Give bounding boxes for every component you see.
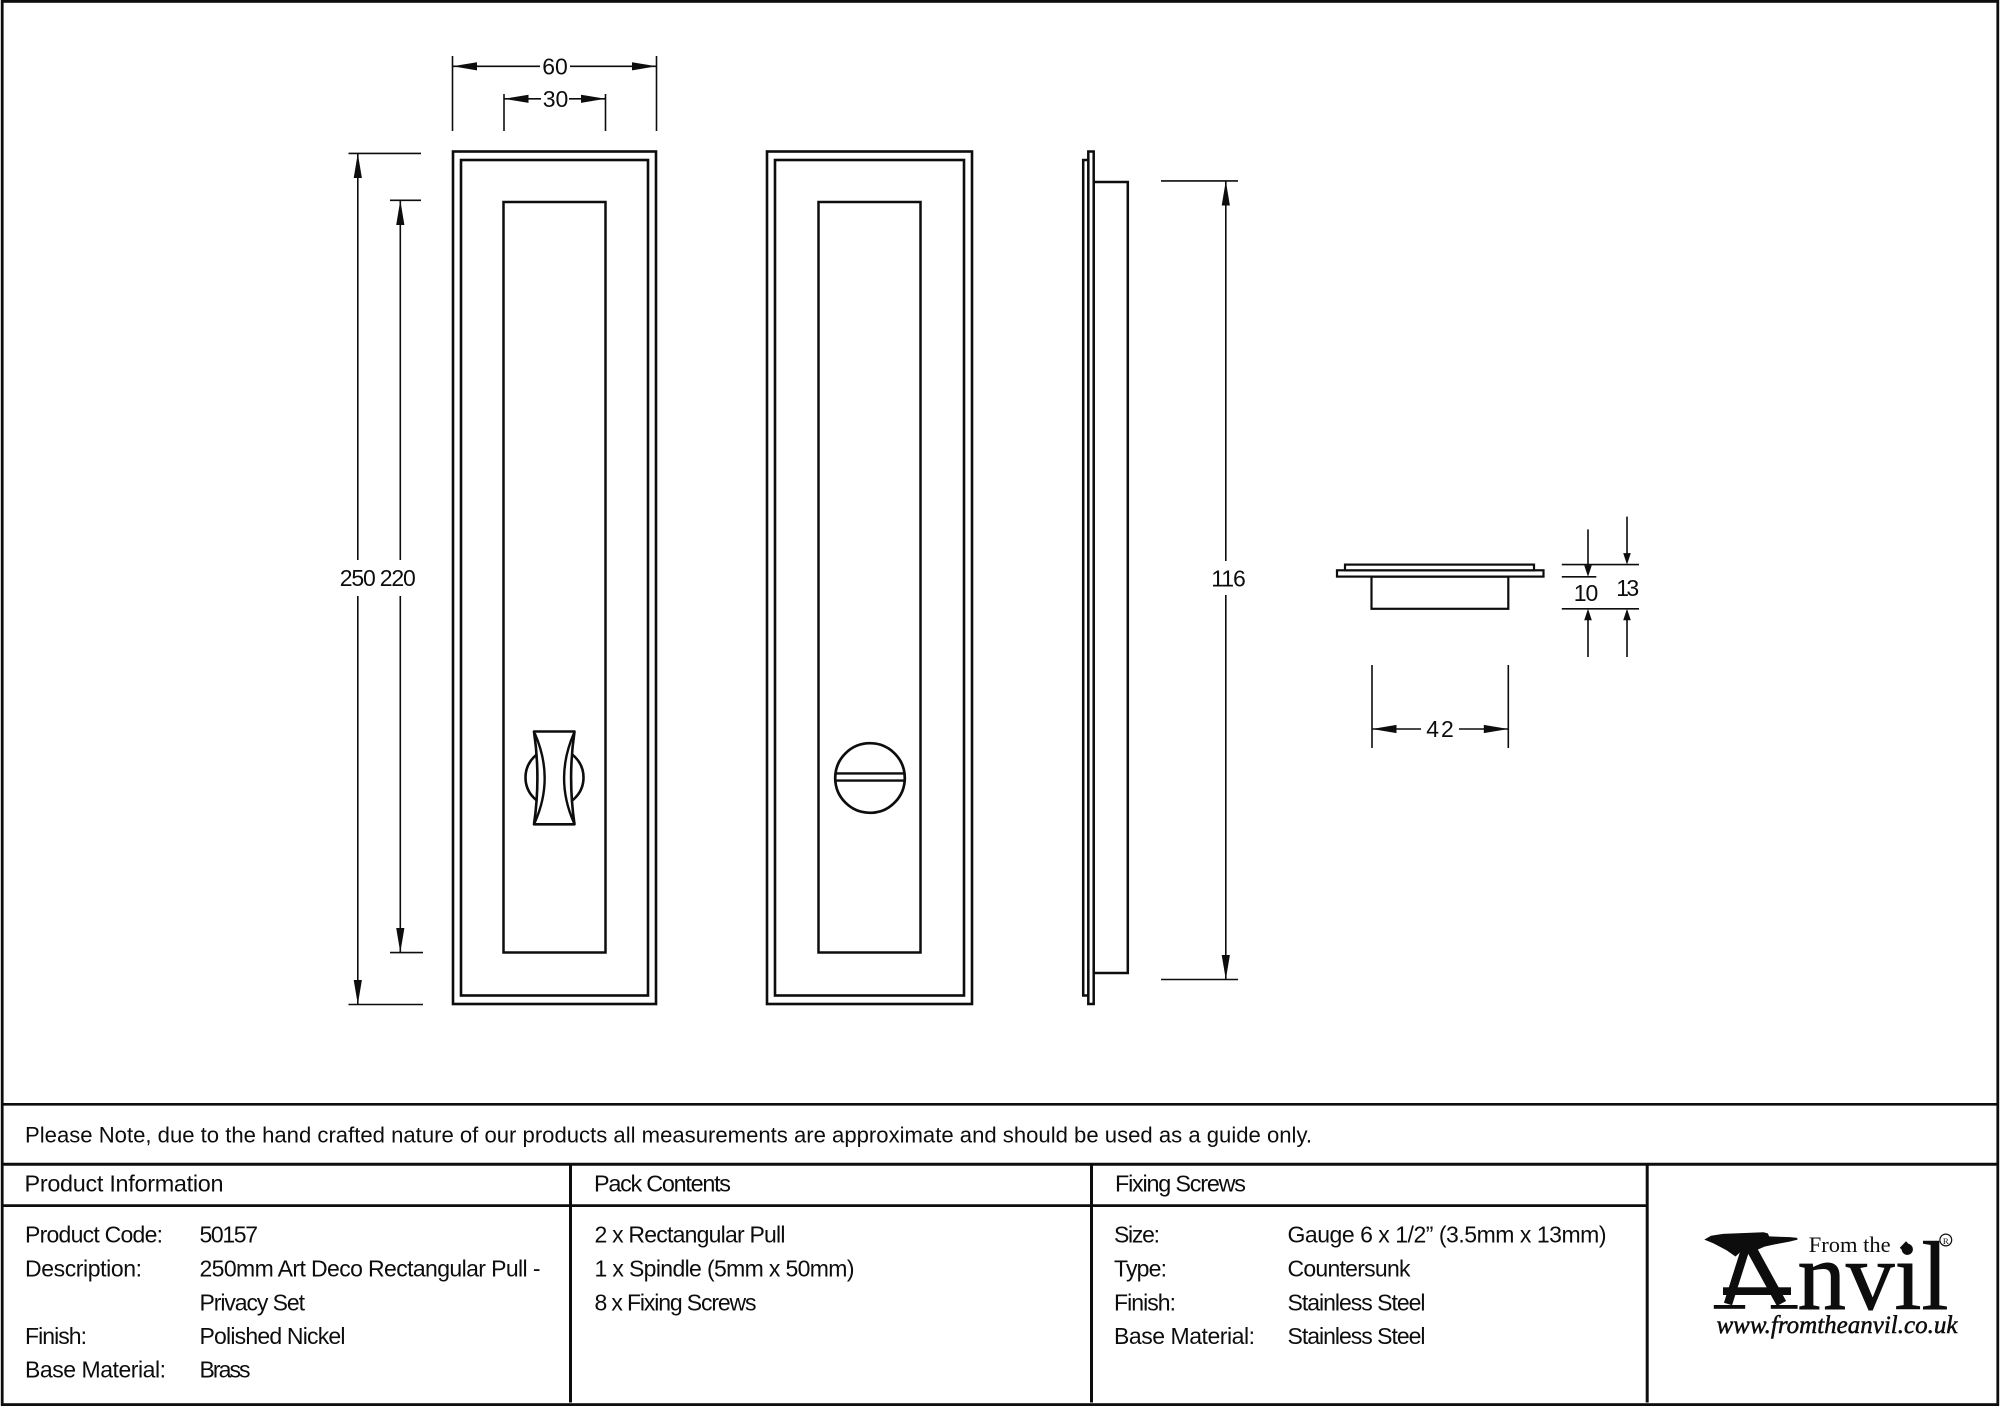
svg-text:2 x Rectangular Pull: 2 x Rectangular Pull — [595, 1221, 786, 1247]
svg-text:60: 60 — [542, 54, 568, 80]
svg-text:250 220: 250 220 — [340, 565, 416, 591]
svg-text:Brass: Brass — [200, 1357, 251, 1383]
svg-text:Product Code:: Product Code: — [25, 1221, 163, 1247]
svg-text:50157: 50157 — [200, 1221, 259, 1247]
svg-text:Stainless Steel: Stainless Steel — [1288, 1289, 1426, 1315]
svg-text:Gauge 6 x 1/2” (3.5mm x 13mm): Gauge 6 x 1/2” (3.5mm x 13mm) — [1288, 1221, 1607, 1247]
svg-text:13: 13 — [1616, 575, 1639, 601]
svg-text:116: 116 — [1211, 565, 1246, 591]
svg-text:Size:: Size: — [1114, 1221, 1160, 1247]
svg-text:Description:: Description: — [25, 1256, 142, 1282]
svg-text:Polished Nickel: Polished Nickel — [200, 1323, 346, 1349]
svg-text:R: R — [1943, 1236, 1949, 1246]
svg-text:250mm Art Deco Rectangular Pul: 250mm Art Deco Rectangular Pull - — [200, 1256, 541, 1282]
svg-text:42: 42 — [1426, 716, 1454, 742]
svg-text:Product Information: Product Information — [25, 1171, 224, 1197]
svg-text:Stainless Steel: Stainless Steel — [1288, 1323, 1426, 1349]
svg-text:From the: From the — [1809, 1232, 1891, 1257]
svg-text:www.fromtheanvil.co.uk: www.fromtheanvil.co.uk — [1717, 1312, 1959, 1339]
svg-text:Pack Contents: Pack Contents — [594, 1171, 731, 1197]
svg-text:Type:: Type: — [1114, 1256, 1167, 1282]
svg-text:Finish:: Finish: — [25, 1323, 87, 1349]
svg-text:Fixing Screws: Fixing Screws — [1115, 1171, 1246, 1197]
svg-text:Base Material:: Base Material: — [1114, 1323, 1255, 1349]
svg-text:8 x Fixing Screws: 8 x Fixing Screws — [595, 1289, 757, 1315]
svg-text:Please Note, due to the hand c: Please Note, due to the hand crafted nat… — [25, 1123, 1312, 1148]
svg-text:Countersunk: Countersunk — [1288, 1256, 1412, 1282]
svg-text:Privacy Set: Privacy Set — [200, 1289, 306, 1315]
svg-text:nvil: nvil — [1798, 1223, 1949, 1330]
svg-text:1 x Spindle (5mm x 50mm): 1 x Spindle (5mm x 50mm) — [595, 1256, 855, 1282]
svg-text:Finish:: Finish: — [1114, 1289, 1176, 1315]
svg-text:Base Material:: Base Material: — [25, 1357, 166, 1383]
svg-text:10: 10 — [1574, 580, 1599, 606]
svg-text:30: 30 — [543, 86, 569, 112]
